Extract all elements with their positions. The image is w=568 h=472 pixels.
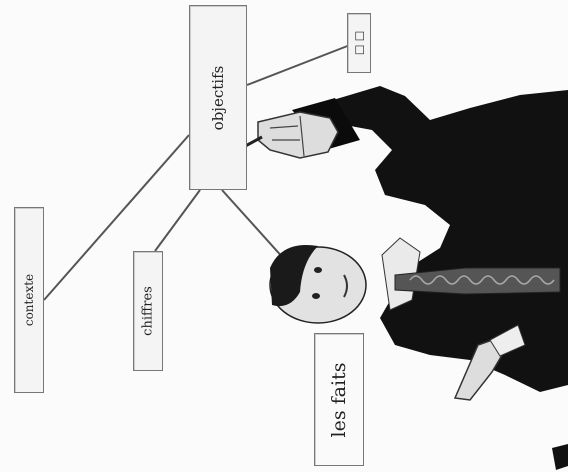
branch-node-chiffres-label: chiffres xyxy=(140,286,156,336)
branch-node-les-faits: les faits xyxy=(314,333,364,466)
mouth xyxy=(343,274,348,298)
cuff xyxy=(489,324,526,357)
branch-node-les-faits-label: les faits xyxy=(328,362,350,437)
tie xyxy=(394,267,561,295)
branch-node-small-label: □ □ xyxy=(352,30,366,56)
eye-right xyxy=(312,293,320,299)
corner-mark xyxy=(552,444,568,470)
connector-small xyxy=(246,44,351,86)
hair xyxy=(270,244,318,307)
center-node-label: objectifs xyxy=(209,65,227,130)
connector-chiffres xyxy=(154,189,201,252)
tie-pattern xyxy=(409,275,555,285)
branch-node-contexte: contexte xyxy=(14,207,44,393)
branch-node-small: □ □ xyxy=(347,13,371,73)
eye-left xyxy=(314,267,322,273)
connector-contexte xyxy=(43,134,190,301)
branch-node-chiffres: chiffres xyxy=(133,251,163,371)
hand-shading xyxy=(269,115,305,157)
center-node-objectifs: objectifs xyxy=(189,5,247,190)
branch-node-contexte-label: contexte xyxy=(22,273,36,327)
connector-lesfaits xyxy=(221,189,286,261)
upper-hand xyxy=(257,111,339,159)
suit-body xyxy=(333,86,568,392)
